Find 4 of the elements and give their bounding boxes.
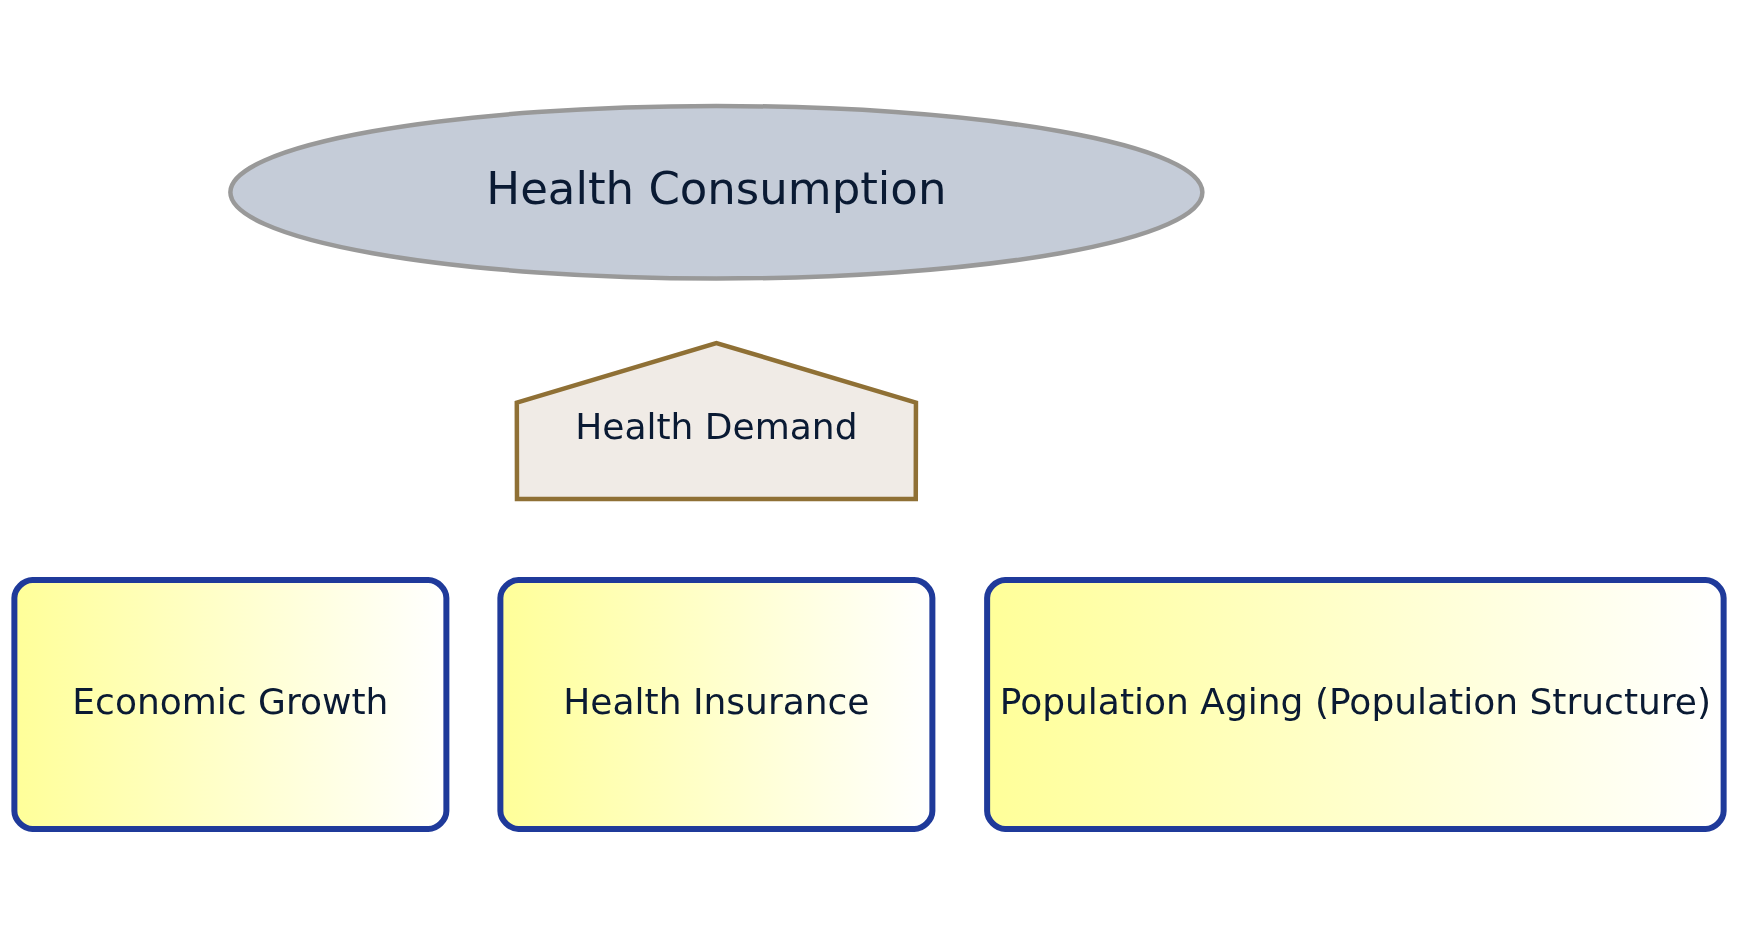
node-box: Population Aging (Population Structure): [984, 577, 1727, 832]
node-box: Economic Growth: [11, 577, 450, 832]
node-box: Health Insurance: [497, 577, 936, 832]
node-ellipse: Health Consumption: [228, 103, 1205, 281]
